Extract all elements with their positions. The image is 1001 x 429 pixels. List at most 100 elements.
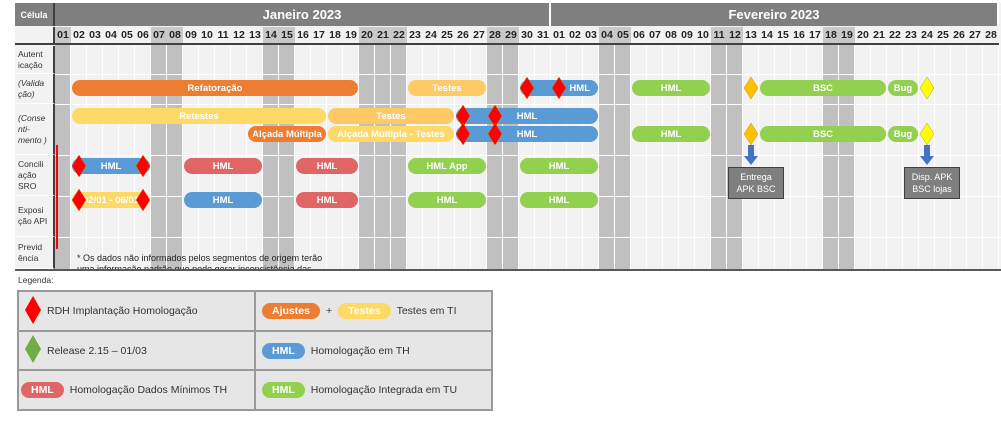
row-label-cons: (Conse nti- mento ) xyxy=(15,104,55,155)
red-diamond-icon[interactable] xyxy=(488,123,502,145)
red-diamond-icon[interactable] xyxy=(136,189,150,211)
task-bar[interactable]: Bug xyxy=(888,80,918,96)
day-column xyxy=(391,45,407,269)
day-column xyxy=(279,45,295,269)
red-diamond-icon[interactable] xyxy=(136,155,150,177)
task-bar[interactable]: HML xyxy=(632,126,710,142)
day-header-blank xyxy=(15,27,55,45)
task-bar[interactable]: Testes xyxy=(408,80,486,96)
day-column xyxy=(775,45,791,269)
red-diamond-icon[interactable] xyxy=(488,105,502,127)
day-header: 10 xyxy=(199,27,215,45)
task-bar[interactable]: Retestes xyxy=(72,108,326,124)
day-header: 18 xyxy=(823,27,839,45)
task-bar[interactable]: HML xyxy=(296,192,358,208)
task-bar[interactable]: HML xyxy=(520,192,598,208)
legend-hml-green: HML Homologação Integrada em TU xyxy=(255,370,492,410)
day-header: 02 xyxy=(71,27,87,45)
day-column xyxy=(487,45,503,269)
day-header: 24 xyxy=(919,27,935,45)
footnote: * Os dados não informados pelos segmento… xyxy=(77,253,322,269)
legend: RDH Implantação Homologação Ajustes + Te… xyxy=(17,290,493,411)
red-diamond-icon[interactable] xyxy=(72,189,86,211)
task-bar[interactable]: Alçada Múltipla - Testes xyxy=(328,126,454,142)
day-header: 09 xyxy=(679,27,695,45)
day-header: 03 xyxy=(583,27,599,45)
task-bar[interactable]: Testes xyxy=(328,108,454,124)
day-header: 25 xyxy=(935,27,951,45)
day-column xyxy=(887,45,903,269)
legend-testes-label: Testes em TI xyxy=(396,305,457,317)
red-diamond-icon[interactable] xyxy=(552,77,566,99)
day-header: 29 xyxy=(503,27,519,45)
task-bar[interactable]: HML xyxy=(408,192,486,208)
day-header: 01 xyxy=(551,27,567,45)
day-column xyxy=(647,45,663,269)
day-header: 05 xyxy=(119,27,135,45)
task-bar[interactable]: HML xyxy=(456,108,598,124)
day-column xyxy=(535,45,551,269)
task-bar[interactable]: HML xyxy=(296,158,358,174)
day-header: 15 xyxy=(279,27,295,45)
day-column xyxy=(55,45,71,269)
task-bar[interactable]: HML xyxy=(520,158,598,174)
yellow-diamond-icon[interactable] xyxy=(920,77,934,99)
day-column xyxy=(839,45,855,269)
day-column xyxy=(199,45,215,269)
day-header: 26 xyxy=(951,27,967,45)
task-bar[interactable]: HML xyxy=(184,158,262,174)
red-diamond-icon[interactable] xyxy=(72,155,86,177)
task-bar[interactable]: Refatoração xyxy=(72,80,358,96)
task-bar[interactable]: HML xyxy=(72,158,150,174)
day-column xyxy=(743,45,759,269)
day-column xyxy=(679,45,695,269)
task-bar[interactable]: HML xyxy=(456,126,598,142)
callout-line: APK BSC xyxy=(736,184,776,194)
legend-rdh-label: RDH Implantação Homologação xyxy=(47,305,198,317)
task-bar[interactable]: Alçada Múltipla xyxy=(248,126,326,142)
day-header: 03 xyxy=(87,27,103,45)
task-bar[interactable]: HML xyxy=(184,192,262,208)
day-column xyxy=(295,45,311,269)
row-label-conc: Concili ação SRO xyxy=(15,155,55,196)
yellow-diamond-icon[interactable] xyxy=(920,123,934,145)
cell-header: Célula xyxy=(15,3,55,26)
task-bar[interactable]: HML App xyxy=(408,158,486,174)
day-column xyxy=(823,45,839,269)
day-header: 12 xyxy=(727,27,743,45)
row-divider xyxy=(55,104,1001,105)
day-header: 13 xyxy=(247,27,263,45)
day-column xyxy=(791,45,807,269)
day-header: 20 xyxy=(359,27,375,45)
task-bar[interactable]: Bug xyxy=(888,126,918,142)
milestone-line xyxy=(56,145,58,249)
down-arrow-icon xyxy=(920,145,934,165)
orange-diamond-icon[interactable] xyxy=(744,77,758,99)
day-header: 02 xyxy=(567,27,583,45)
red-diamond-icon[interactable] xyxy=(456,105,470,127)
task-bar[interactable]: HML xyxy=(632,80,710,96)
day-column xyxy=(727,45,743,269)
day-header: 06 xyxy=(135,27,151,45)
day-column xyxy=(439,45,455,269)
task-bar[interactable]: BSC xyxy=(760,126,886,142)
day-header: 13 xyxy=(743,27,759,45)
day-column xyxy=(935,45,951,269)
day-header: 07 xyxy=(647,27,663,45)
day-column xyxy=(71,45,87,269)
row-divider xyxy=(55,155,1001,156)
task-bar[interactable]: BSC xyxy=(760,80,886,96)
orange-diamond-icon[interactable] xyxy=(744,123,758,145)
legend-testes: Ajustes + Testes Testes em TI xyxy=(255,291,492,331)
legend-release-label: Release 2.15 – 01/03 xyxy=(47,344,147,357)
day-column xyxy=(551,45,567,269)
day-header: 14 xyxy=(759,27,775,45)
red-diamond-icon[interactable] xyxy=(456,123,470,145)
day-column xyxy=(983,45,999,269)
day-header: 05 xyxy=(615,27,631,45)
red-diamond-icon[interactable] xyxy=(520,77,534,99)
task-bar[interactable]: 02/01 - 06/01 xyxy=(72,192,150,208)
day-column xyxy=(407,45,423,269)
day-header: 22 xyxy=(887,27,903,45)
